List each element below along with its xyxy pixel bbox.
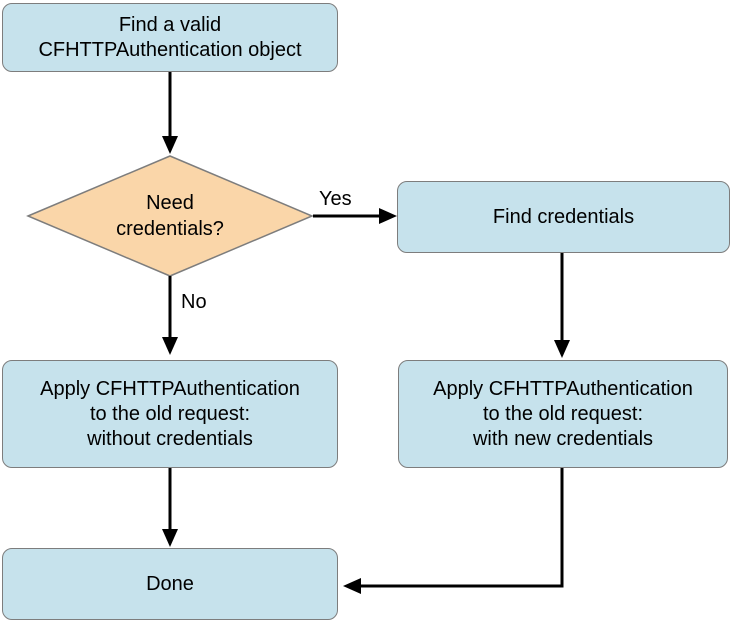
edge-label-no: No <box>181 291 207 313</box>
arrow-apply-without-to-done <box>162 468 178 547</box>
node-apply-with-new-credentials-label: Apply CFHTTPAuthentication to the old re… <box>433 377 693 450</box>
node-done-label: Done <box>146 572 194 595</box>
arrow-decision-to-find-credentials <box>313 208 397 224</box>
arrowhead-left-icon <box>343 578 361 594</box>
arrowhead-down-icon <box>162 337 178 355</box>
arrow-start-to-decision <box>162 72 178 154</box>
arrow-decision-to-apply-without <box>162 276 178 355</box>
arrowhead-right-icon <box>379 208 397 224</box>
node-find-credentials: Find credentials <box>397 181 730 253</box>
arrow-find-credentials-to-apply-with <box>554 253 570 358</box>
node-find-credentials-label: Find credentials <box>492 205 635 228</box>
arrow-apply-with-to-done <box>343 468 564 594</box>
node-start: Find a valid CFHTTPAuthentication object <box>2 3 338 72</box>
edge-label-yes: Yes <box>319 188 352 210</box>
node-apply-without-credentials-label: Apply CFHTTPAuthentication to the old re… <box>40 377 300 450</box>
node-apply-with-new-credentials: Apply CFHTTPAuthentication to the old re… <box>398 360 728 468</box>
node-decision-label: Need credentials? <box>116 192 224 240</box>
arrowhead-down-icon <box>554 340 570 358</box>
arrowhead-down-icon <box>162 136 178 154</box>
node-apply-without-credentials: Apply CFHTTPAuthentication to the old re… <box>2 360 338 468</box>
decision-diamond-shape <box>26 155 314 277</box>
node-done: Done <box>2 548 338 620</box>
arrowhead-down-icon <box>162 529 178 547</box>
node-start-label: Find a valid CFHTTPAuthentication object <box>38 13 302 61</box>
